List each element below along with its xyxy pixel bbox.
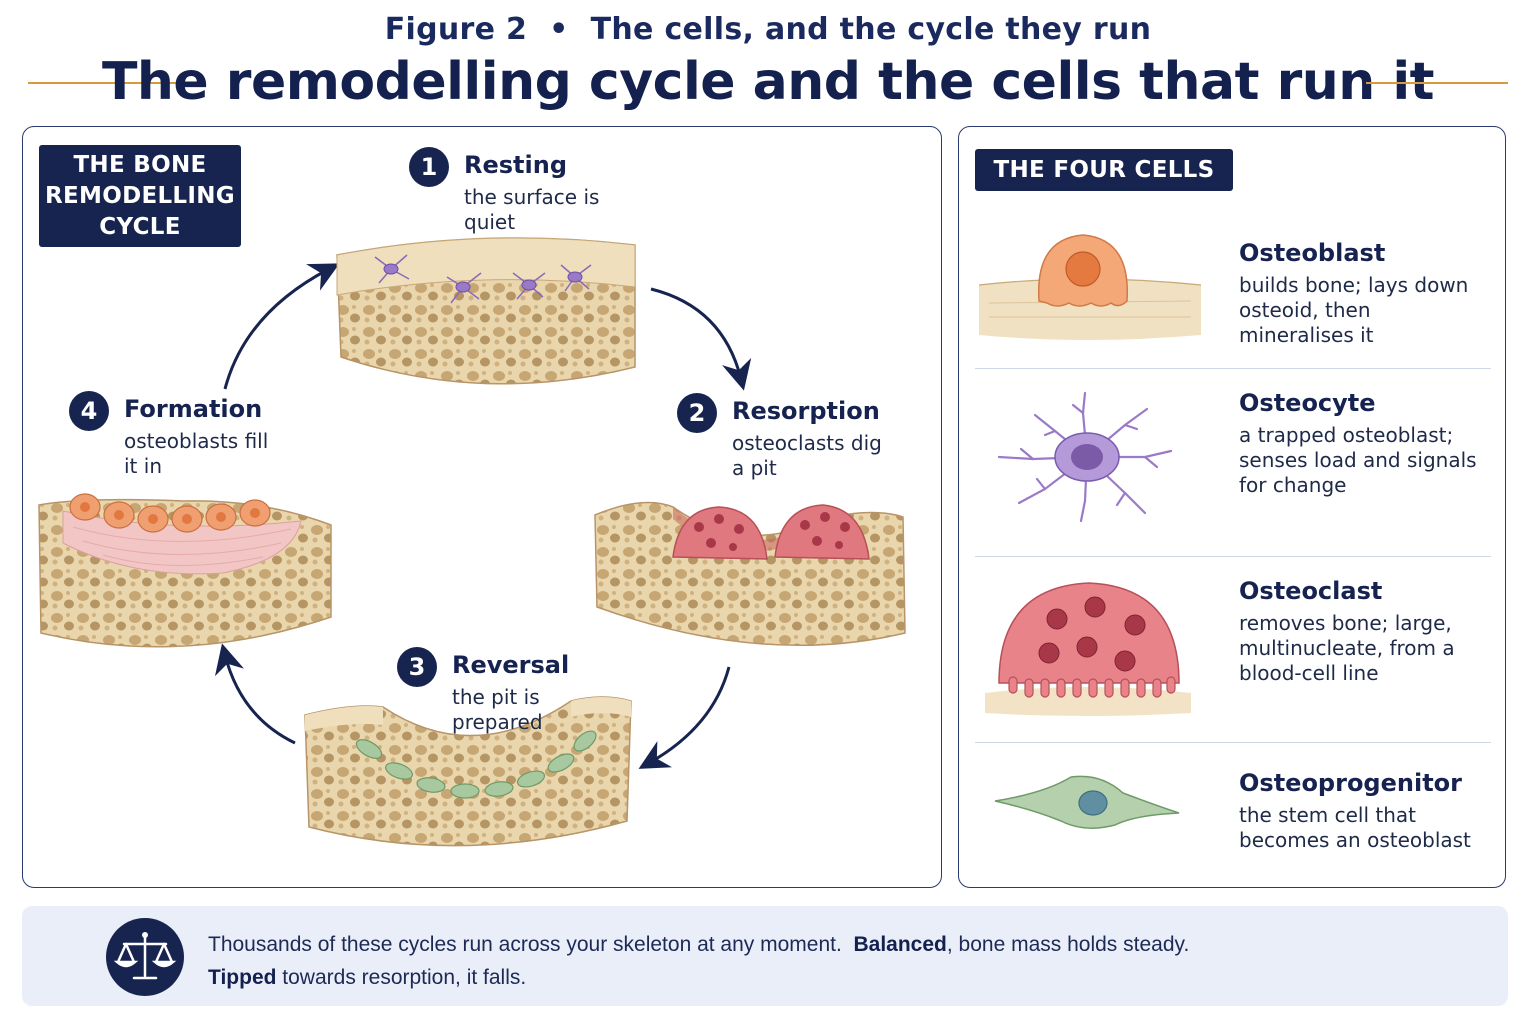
cell-row-osteoprogenitor: Osteoprogenitor the stem cell that becom… xyxy=(975,759,1491,879)
osteocyte-icon xyxy=(997,391,1173,523)
summary-sentence: , bone mass holds steady. xyxy=(946,933,1190,956)
cells-panel: THE FOUR CELLS Osteoblast builds bone; l… xyxy=(958,126,1506,888)
cell-row-osteocyte: Osteocyte a trapped osteoblast; senses l… xyxy=(975,385,1491,545)
arrow-resting-to-resorption xyxy=(650,287,752,391)
separator-dot: • xyxy=(549,12,569,47)
divider xyxy=(975,742,1491,743)
cell-name: Osteoprogenitor xyxy=(1239,769,1462,797)
osteoprogenitor-icon xyxy=(355,730,597,799)
cycle-heading: THE BONE REMODELLING CYCLE xyxy=(39,145,241,247)
divider xyxy=(975,368,1491,369)
cells-heading: THE FOUR CELLS xyxy=(975,149,1233,191)
step-title: Formation xyxy=(124,395,263,423)
step-description: the surface is quiet xyxy=(464,185,600,234)
cell-name: Osteoclast xyxy=(1239,577,1383,605)
step-title: Resorption xyxy=(732,397,880,425)
figure-number: Figure 2 xyxy=(384,12,528,47)
arrow-reversal-to-formation xyxy=(214,643,296,745)
osteoclast-icon xyxy=(672,504,870,560)
divider xyxy=(975,556,1491,557)
title-rule-right xyxy=(1366,82,1508,84)
title-rule-left xyxy=(28,82,186,84)
osteoblast-icon xyxy=(69,493,271,533)
cycle-heading-line: THE BONE xyxy=(73,152,207,178)
figure-label: Figure 2 • The cells, and the cycle they r… xyxy=(0,12,1536,47)
cycle-illustration xyxy=(38,237,906,847)
step-description: osteoblasts fill it in xyxy=(124,429,269,478)
summary-sentence: Thousands of these cycles run across you… xyxy=(208,933,842,956)
osteoprogenitor-icon xyxy=(994,775,1180,829)
formation-bone-block xyxy=(38,493,332,648)
osteoblast-icon xyxy=(978,234,1202,340)
step-title: Reversal xyxy=(452,651,570,679)
step-number-badge: 4 xyxy=(69,391,109,431)
summary-emphasis-tipped: Tipped xyxy=(208,966,277,989)
cycle-heading-line: REMODELLING xyxy=(45,183,235,209)
balance-scale-icon xyxy=(106,918,184,996)
cell-row-osteoblast: Osteoblast builds bone; lays down osteoi… xyxy=(975,223,1491,363)
osteoclast-icon xyxy=(985,582,1191,716)
cell-name: Osteoblast xyxy=(1239,239,1386,267)
step-number-badge: 2 xyxy=(677,393,717,433)
cell-name: Osteocyte xyxy=(1239,389,1376,417)
step-description: osteoclasts dig a pit xyxy=(732,431,882,480)
osteocyte-icon xyxy=(374,254,592,304)
summary-text: Thousands of these cycles run across you… xyxy=(208,928,1189,994)
step-number-badge: 1 xyxy=(409,147,449,187)
cell-row-osteoclast: Osteoclast removes bone; large, multinuc… xyxy=(975,573,1491,733)
resorption-bone-block xyxy=(594,501,906,646)
step-number-badge: 3 xyxy=(397,647,437,687)
cell-description: builds bone; lays down osteoid, then min… xyxy=(1239,273,1469,347)
step-description: the pit is prepared xyxy=(452,685,543,734)
arrow-resorption-to-reversal xyxy=(638,666,731,769)
page-title: The remodelling cycle and the cells that… xyxy=(101,52,1435,112)
arrow-formation-to-resting xyxy=(223,263,340,390)
cell-description: a trapped osteoblast; senses load and si… xyxy=(1239,423,1477,497)
summary-sentence: towards resorption, it falls. xyxy=(276,966,527,989)
reversal-bone-block xyxy=(304,696,632,847)
cycle-heading-line: CYCLE xyxy=(99,214,181,240)
step-title: Resting xyxy=(464,151,568,179)
resting-bone-block xyxy=(336,237,636,385)
cell-description: removes bone; large, multinucleate, from… xyxy=(1239,611,1455,685)
cell-description: the stem cell that becomes an osteoblast xyxy=(1239,803,1471,852)
summary-emphasis-balanced: Balanced xyxy=(853,933,947,956)
cycle-panel: THE BONE REMODELLING CYCLE xyxy=(22,126,942,888)
figure-subtitle: The cells, and the cycle they run xyxy=(590,12,1152,47)
summary-banner: Thousands of these cycles run across you… xyxy=(22,906,1508,1006)
